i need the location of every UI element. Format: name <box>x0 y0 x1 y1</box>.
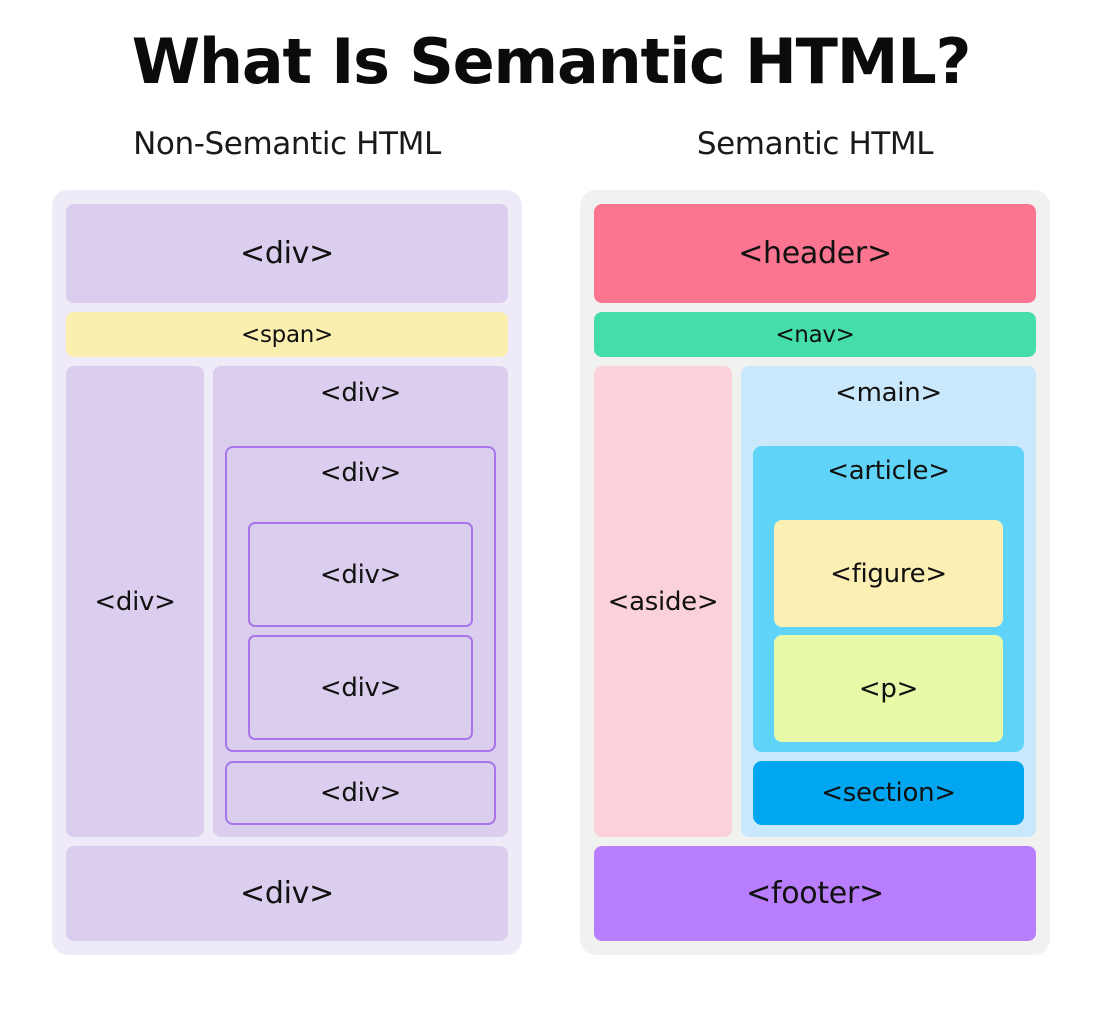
section-block: <section> <box>753 761 1024 826</box>
semantic-panel: <header> <nav> <aside> <main> <article> <box>580 190 1050 956</box>
paragraph-block-label: <p> <box>858 673 919 704</box>
div-block-nested-2-label: <div> <box>319 559 402 590</box>
figure-block: <figure> <box>774 520 1003 628</box>
div-block-nested-1-label: <div> <box>319 458 402 489</box>
span-block: <span> <box>66 312 508 358</box>
nav-block-label: <nav> <box>775 321 855 348</box>
div-block-top: <div> <box>66 204 508 304</box>
div-block-nested-3-label: <div> <box>319 672 402 703</box>
non-semantic-heading: Non-Semantic HTML <box>133 126 441 163</box>
article-block: <article> <figure> <p> <box>753 446 1024 753</box>
div-block-nested-4-label: <div> <box>319 778 402 809</box>
page-title: What Is Semantic HTML? <box>131 25 972 98</box>
section-block-label: <section> <box>821 778 956 809</box>
semantic-heading: Semantic HTML <box>696 126 934 163</box>
non-semantic-column: Non-Semantic HTML <div> <span> <div> <di… <box>52 126 522 956</box>
div-block-nested-2: <div> <box>248 522 473 628</box>
div-block-content-outer-label: <div> <box>319 378 402 409</box>
div-block-nested-1: <div> <div> <div> <box>225 446 496 753</box>
div-block-bottom-label: <div> <box>240 876 334 912</box>
non-semantic-panel: <div> <span> <div> <div> <div> <d <box>52 190 522 956</box>
header-block: <header> <box>594 204 1036 304</box>
div-block-bottom: <div> <box>66 846 508 942</box>
main-block-label: <main> <box>835 378 942 409</box>
footer-block: <footer> <box>594 846 1036 942</box>
div-block-nested-3: <div> <box>248 635 473 741</box>
article-block-label: <article> <box>827 456 950 487</box>
span-block-label: <span> <box>241 321 333 348</box>
nav-block: <nav> <box>594 312 1036 358</box>
footer-block-label: <footer> <box>746 876 884 912</box>
semantic-middle-row: <aside> <main> <article> <figure> <p> <box>594 366 1036 838</box>
div-block-sidebar: <div> <box>66 366 204 838</box>
div-block-sidebar-label: <div> <box>94 586 176 617</box>
semantic-column: Semantic HTML <header> <nav> <aside> <ma… <box>580 126 1050 956</box>
paragraph-block: <p> <box>774 635 1003 743</box>
figure-block-label: <figure> <box>830 558 947 589</box>
main-block: <main> <article> <figure> <p> <sectio <box>741 366 1036 838</box>
div-block-content-outer: <div> <div> <div> <div> <div> <box>213 366 508 838</box>
non-semantic-middle-row: <div> <div> <div> <div> <div> <box>66 366 508 838</box>
div-block-top-label: <div> <box>240 236 334 272</box>
header-block-label: <header> <box>738 236 892 272</box>
aside-block-label: <aside> <box>607 586 719 617</box>
aside-block: <aside> <box>594 366 732 838</box>
div-block-nested-4: <div> <box>225 761 496 826</box>
comparison-columns: Non-Semantic HTML <div> <span> <div> <di… <box>0 96 1102 956</box>
